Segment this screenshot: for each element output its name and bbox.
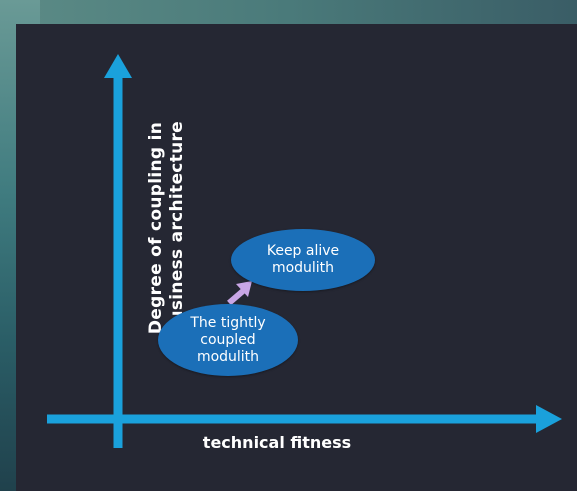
x-axis-label: technical fitness bbox=[202, 433, 352, 452]
node-keep-alive-modulith: Keep alive modulith bbox=[231, 229, 375, 291]
node-tightly-coupled-line-3: modulith bbox=[196, 348, 260, 365]
node-tightly-coupled-line-2: coupled bbox=[200, 331, 256, 348]
node-keep-alive-line-2: modulith bbox=[271, 260, 335, 276]
y-axis-arrowhead bbox=[104, 54, 132, 78]
node-tightly-coupled-line-1: The tightly bbox=[190, 314, 266, 331]
y-axis-label-line-2: business architecture bbox=[167, 120, 187, 336]
node-tightly-coupled-modulith: The tightly coupled modulith bbox=[158, 304, 298, 376]
background-photo-top bbox=[0, 0, 577, 24]
transition-arrowhead bbox=[236, 281, 252, 297]
node-keep-alive-line-1: Keep alive bbox=[266, 243, 340, 259]
y-axis-label: Degree of coupling in business architect… bbox=[140, 118, 194, 338]
transition-arrow-shaft bbox=[227, 288, 245, 306]
x-axis-arrowhead bbox=[536, 405, 562, 433]
y-axis-label-line-1: Degree of coupling in bbox=[146, 121, 166, 335]
